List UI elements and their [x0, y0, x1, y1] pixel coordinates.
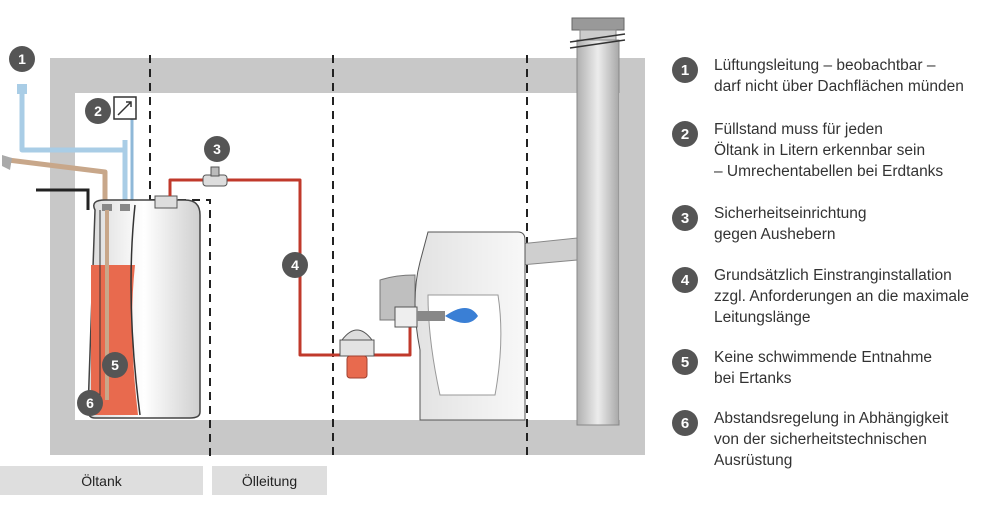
- legend-number: 6: [672, 410, 698, 436]
- vent-cap: [17, 84, 27, 94]
- building-walls: [50, 58, 645, 455]
- diagram-badge-1: 1: [9, 46, 35, 72]
- legend-text: Grundsätzlich Einstranginstallation zzgl…: [714, 267, 970, 326]
- legend-text: Keine schwimmende Entnahme bei Ertanks: [714, 349, 932, 387]
- vent-pipe: [19, 92, 128, 205]
- legend-item-4: 4 Grundsätzlich Einstranginstallation zz…: [672, 265, 969, 328]
- legend-text: Abstandsregelung in Abhängigkeit von der…: [714, 410, 949, 469]
- legend-item-2: 2 Füllstand muss für jeden Öltank in Lit…: [672, 119, 943, 182]
- diagram-badge-6: 6: [77, 390, 103, 416]
- burner-flame: [445, 308, 478, 323]
- legend-number: 5: [672, 349, 698, 375]
- boiler: [379, 231, 526, 421]
- diagram-badge-2: 2: [85, 98, 111, 124]
- level-indicator: [113, 96, 137, 120]
- legend-number: 1: [672, 57, 698, 83]
- legend-item-3: 3 Sicherheitseinrichtung gegen Aushebern: [672, 203, 867, 245]
- oil-tank: [87, 195, 201, 419]
- cable: [36, 188, 90, 210]
- legend-number: 3: [672, 205, 698, 231]
- legend-text: Sicherheitseinrichtung gegen Aushebern: [714, 205, 867, 243]
- legend-text: Füllstand muss für jeden Öltank in Liter…: [714, 121, 944, 180]
- caption-oil-tank: Öltank: [0, 466, 203, 495]
- legend-item-6: 6 Abstandsregelung in Abhängigkeit von d…: [672, 408, 948, 471]
- heating-oil-system-diagram: [2, 17, 645, 460]
- diagram-badge-4: 4: [282, 252, 308, 278]
- legend-item-5: 5 Keine schwimmende Entnahme bei Ertanks: [672, 347, 932, 389]
- diagram-badge-5: 5: [102, 352, 128, 378]
- anti-siphon-valve: [202, 166, 228, 187]
- fill-pipe: [7, 157, 108, 205]
- oil-fill: [90, 265, 138, 415]
- legend-number: 2: [672, 121, 698, 147]
- chimney: [569, 17, 626, 426]
- fill-pipe-cap: [2, 155, 12, 170]
- caption-oil-line: Ölleitung: [212, 466, 327, 495]
- oil-filter: [339, 329, 375, 379]
- oil-supply-line: [168, 178, 412, 357]
- legend-text: Lüftungsleitung – beobachtbar – darf nic…: [714, 57, 964, 95]
- legend-item-1: 1 Lüftungsleitung – beobachtbar – darf n…: [672, 55, 964, 97]
- legend-number: 4: [672, 267, 698, 293]
- diagram-badge-3: 3: [204, 136, 230, 162]
